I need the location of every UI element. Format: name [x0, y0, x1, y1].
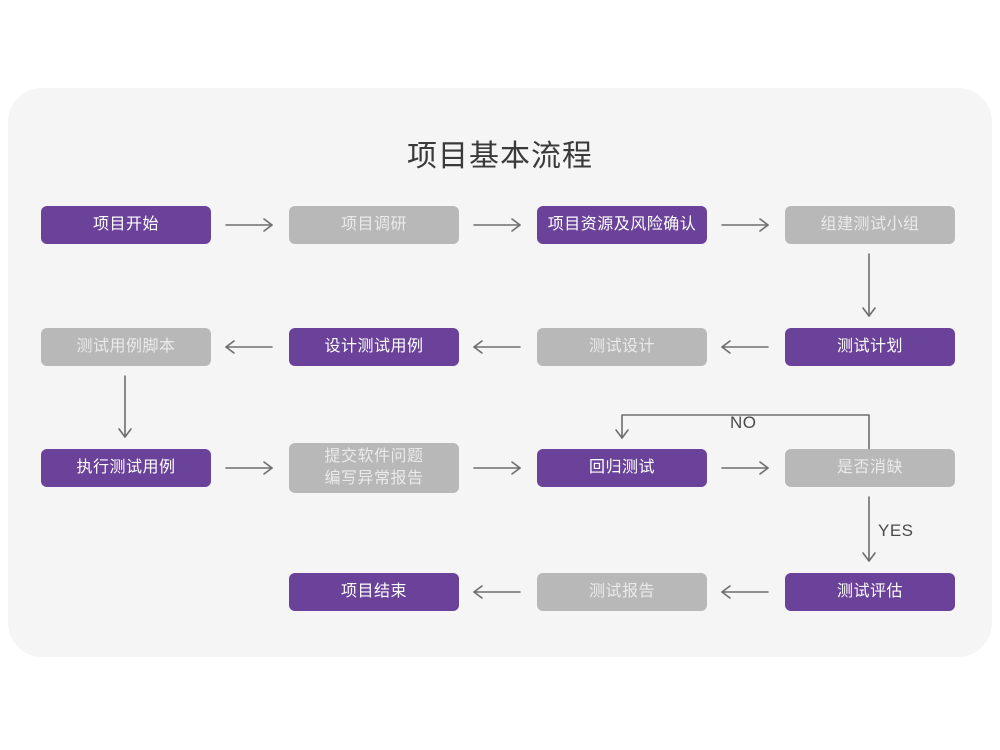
node-project-end[interactable]: 项目结束: [289, 573, 459, 611]
edge-label-no: NO: [730, 413, 757, 432]
node-design-test-cases[interactable]: 设计测试用例: [289, 328, 459, 366]
page-title: 项目基本流程: [407, 140, 593, 173]
node-test-plan[interactable]: 测试计划: [785, 328, 955, 366]
node-resource-risk-confirm[interactable]: 项目资源及风险确认: [537, 206, 707, 244]
node-defect-resolved-decision[interactable]: 是否消缺: [785, 449, 955, 487]
node-project-start[interactable]: 项目开始: [41, 206, 211, 244]
edge-label-yes: YES: [878, 521, 914, 540]
node-test-evaluation[interactable]: 测试评估: [785, 573, 955, 611]
node-test-design[interactable]: 测试设计: [537, 328, 707, 366]
node-test-case-script[interactable]: 测试用例脚本: [41, 328, 211, 366]
node-form-test-team[interactable]: 组建测试小组: [785, 206, 955, 244]
node-regression-test[interactable]: 回归测试: [537, 449, 707, 487]
node-test-report[interactable]: 测试报告: [537, 573, 707, 611]
node-submit-defect-report[interactable]: 提交软件问题 编写异常报告: [289, 443, 459, 493]
node-project-research[interactable]: 项目调研: [289, 206, 459, 244]
flowchart-card: [8, 88, 992, 657]
node-execute-test-cases[interactable]: 执行测试用例: [41, 449, 211, 487]
